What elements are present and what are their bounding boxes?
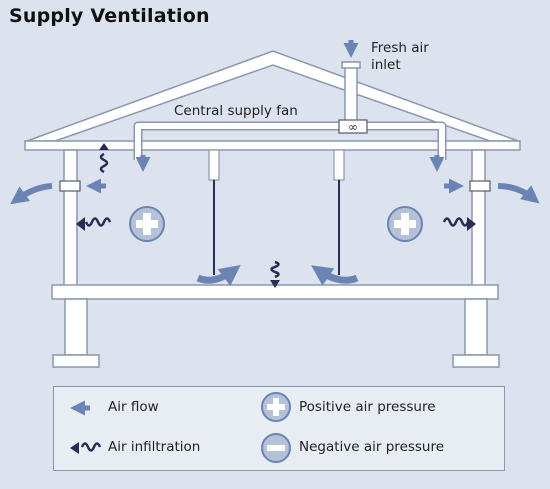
legend-infiltration-icon: [70, 442, 102, 454]
ceiling-beam: [24, 140, 521, 151]
right-drop-duct: [333, 149, 345, 181]
left-infiltration-icon: [76, 217, 112, 231]
diagram-title: Supply Ventilation: [9, 5, 210, 27]
left-drop-duct: [208, 149, 220, 181]
legend-air-flow-label: Air flow: [108, 399, 159, 415]
legend-positive-pressure-icon: [261, 392, 291, 422]
fresh-air-inlet-label: Fresh air inlet: [371, 40, 429, 73]
right-post-base: [452, 354, 500, 368]
left-post: [64, 298, 88, 356]
left-post-base: [52, 354, 100, 368]
legend-infiltration-label: Air infiltration: [108, 439, 201, 455]
right-positive-pressure-icon: [387, 206, 423, 242]
legend-positive-pressure-label: Positive air pressure: [299, 399, 436, 415]
left-exhaust-curve-icon: [10, 183, 53, 205]
left-positive-pressure-icon: [129, 206, 165, 242]
right-infiltration-icon: [442, 217, 476, 231]
floor-infiltration-icon: [270, 260, 280, 288]
right-floor-flow-icon: [311, 265, 359, 286]
left-wall: [63, 149, 78, 296]
left-floor-flow-icon: [196, 264, 241, 286]
legend-box: Air flow Air infiltration Positive air p…: [53, 386, 505, 471]
attic-infiltration-icon: [99, 152, 109, 174]
left-wall-vent: [59, 180, 81, 192]
legend-negative-pressure-icon: [261, 433, 291, 463]
central-supply-fan: [338, 119, 368, 134]
fresh-air-inlet-pipe: [344, 61, 358, 129]
legend-negative-pressure-label: Negative air pressure: [299, 439, 445, 455]
right-wall-vent: [469, 180, 491, 192]
right-post: [464, 298, 488, 356]
central-supply-fan-label: Central supply fan: [174, 103, 298, 119]
svg-text:∞: ∞: [348, 120, 358, 134]
right-exhaust-curve-icon: [497, 183, 540, 204]
